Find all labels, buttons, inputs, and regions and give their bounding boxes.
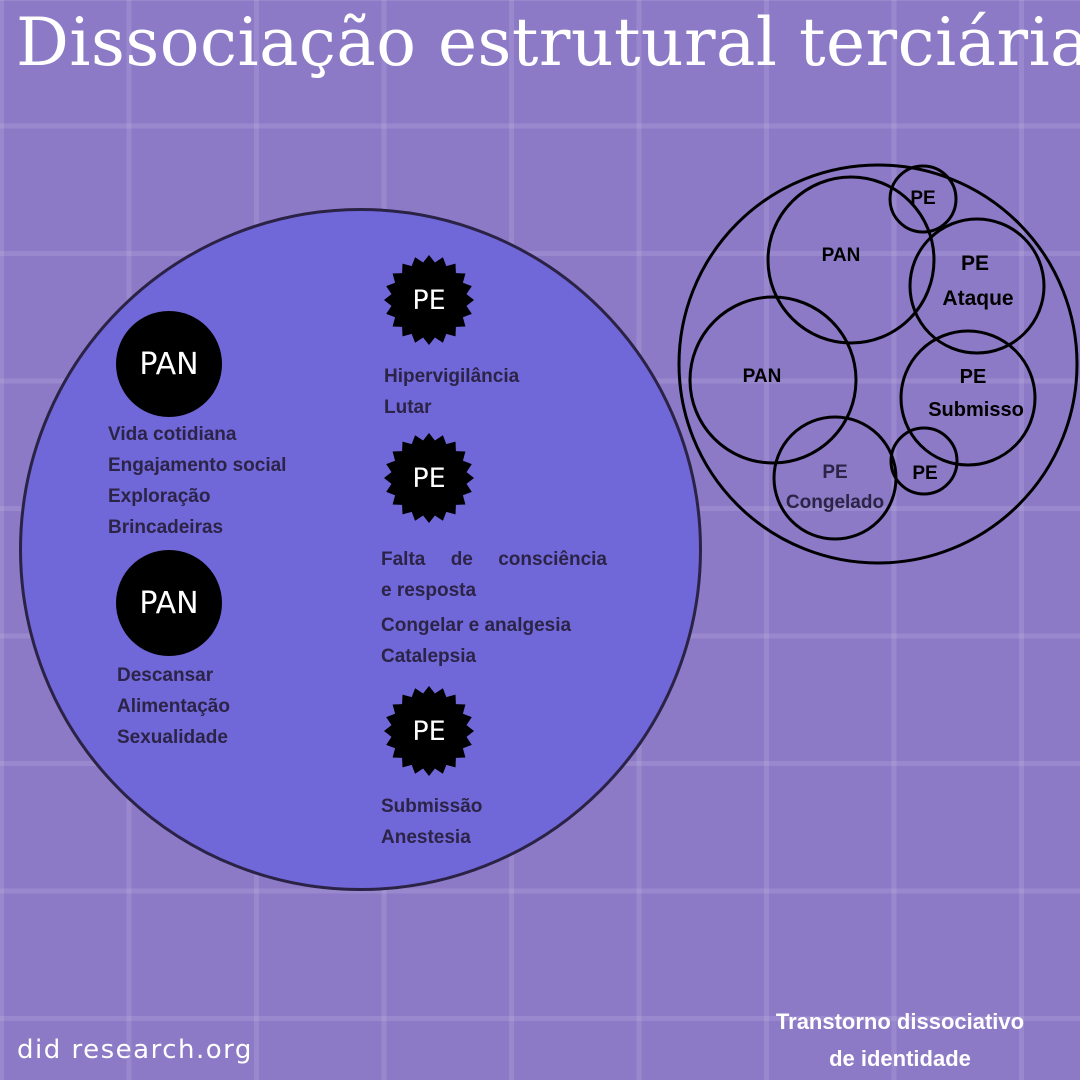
list-item: Exploração — [108, 486, 211, 507]
outer-circle — [677, 163, 1079, 565]
pe-badge-label: PE — [412, 715, 446, 747]
pan-bottom-list: Descansar Alimentação Sexualidade — [117, 660, 230, 753]
page-title: Dissociação estrutural terciária — [16, 4, 1080, 81]
list-item: Alimentação — [117, 696, 230, 717]
list-item: Engajamento social — [108, 455, 287, 476]
pe-ataque-label: Ataque — [942, 287, 1013, 310]
website-watermark: did research.org — [17, 1035, 253, 1065]
list-item: Brincadeiras — [108, 517, 224, 538]
list-item: Sexualidade — [117, 727, 228, 748]
pan-left-label: PAN — [743, 366, 782, 387]
pe-badge-label: PE — [412, 462, 446, 494]
list-item: Lutar — [384, 397, 432, 418]
pe-ataque-circle — [908, 217, 1046, 355]
list-item: Congelar e analgesia — [381, 615, 572, 636]
starburst-shape — [384, 255, 474, 345]
list-item: Anestesia — [381, 827, 471, 848]
pe-submisso-circle — [899, 329, 1037, 467]
pe-badge-label: PE — [412, 284, 446, 316]
pan-badge-top: PAN — [116, 311, 222, 417]
caption-line: Transtorno dissociativo — [775, 1009, 1025, 1034]
pe-bottom-list: Submissão Anestesia — [381, 791, 482, 853]
pan-badge-bottom: PAN — [116, 550, 222, 656]
pe-badge-bottom: PE — [383, 685, 475, 777]
list-item: e resposta — [381, 580, 477, 601]
starburst-shape — [384, 686, 474, 776]
starburst-icon — [384, 433, 474, 523]
list-item: Vida cotidiana — [108, 424, 237, 445]
starburst-icon — [384, 686, 474, 776]
pan-top-list: Vida cotidiana Engajamento social Explor… — [108, 419, 286, 543]
list-item: Hipervigilância — [384, 366, 520, 387]
list-item: Catalepsia — [381, 646, 477, 667]
pe-small-bottom-circle — [889, 426, 959, 496]
pe-badge-top: PE — [383, 254, 475, 346]
caption-line: de identidade — [829, 1046, 971, 1071]
pe-badge-middle: PE — [383, 432, 475, 524]
list-item: Falta de consciência — [381, 549, 607, 570]
pe-ataque-label: PE — [961, 252, 989, 275]
pe-congelado-label: PE — [822, 462, 847, 483]
pan-top-label: PAN — [822, 245, 861, 266]
list-item: Submissão — [381, 796, 483, 817]
caption: Transtorno dissociativo de identidade — [740, 1003, 1060, 1077]
starburst-icon — [384, 255, 474, 345]
pe-small-top-label: PE — [910, 188, 935, 209]
list-item: Descansar — [117, 665, 214, 686]
starburst-shape — [384, 433, 474, 523]
pe-congelado-label: Congelado — [786, 492, 884, 513]
pe-submisso-label: PE — [960, 366, 987, 388]
pe-middle-list: Falta de consciência e resposta Congelar… — [381, 544, 607, 672]
pe-small-bottom-label: PE — [912, 463, 937, 484]
pan-top-circle — [766, 175, 936, 345]
main-circle — [19, 208, 702, 891]
pe-top-list: Hipervigilância Lutar — [384, 361, 519, 423]
pe-submisso-label: Submisso — [928, 399, 1024, 421]
pan-left-circle — [688, 295, 858, 465]
structural-dissociation-diagram: PE PAN PE Ataque PAN PE Submisso PE Cong… — [670, 155, 1080, 575]
nested-circles-diagram: PE PAN PE Ataque PAN PE Submisso PE Cong… — [677, 163, 1079, 565]
pe-small-top-circle — [888, 164, 958, 234]
